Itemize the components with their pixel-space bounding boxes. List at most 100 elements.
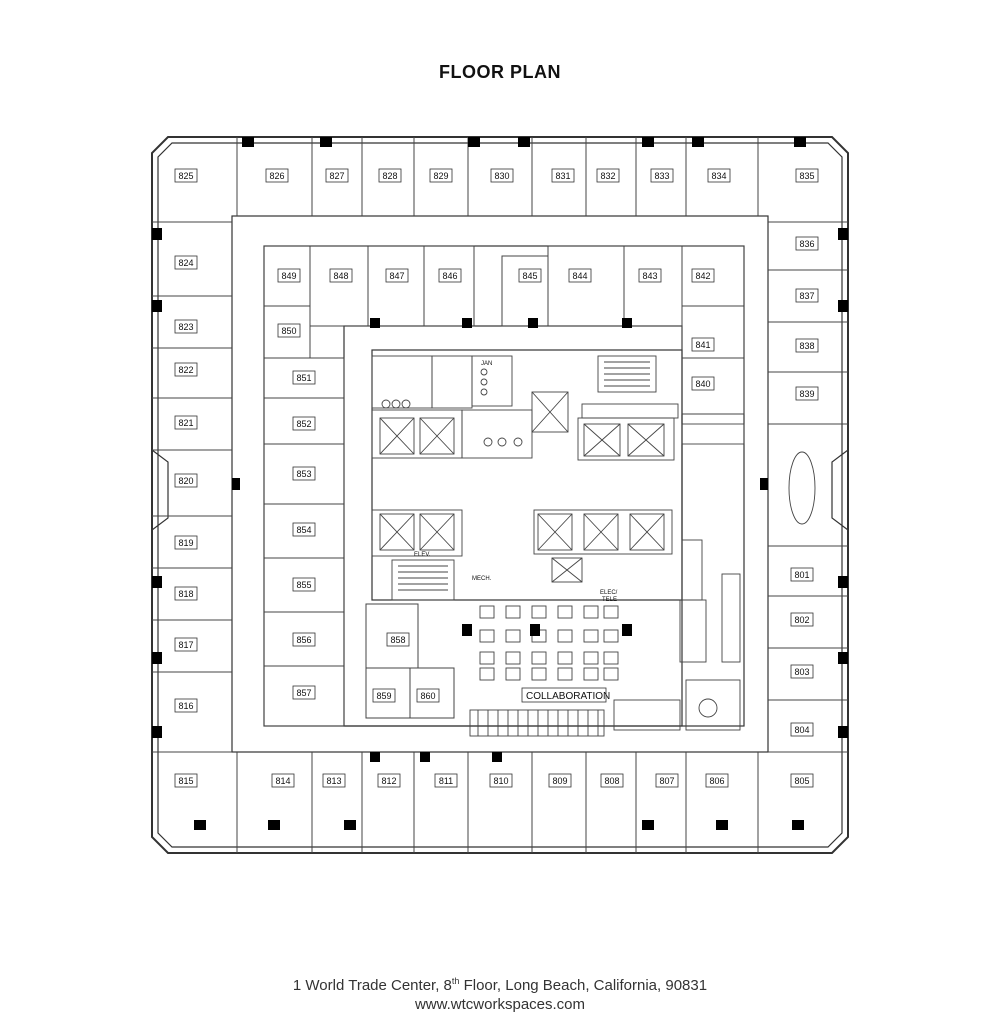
room-835: 835 (795, 168, 819, 183)
room-number-box (174, 473, 198, 488)
room-842: 842 (691, 268, 715, 283)
room-815: 815 (174, 773, 198, 788)
room-838: 838 (795, 338, 819, 353)
room-number: 848 (333, 271, 348, 281)
room-number: 809 (552, 776, 567, 786)
room-number: 838 (799, 341, 814, 351)
footer-address: 1 World Trade Center, 8th Floor, Long Be… (0, 976, 1000, 994)
room-number-box (372, 688, 396, 703)
room-number: 840 (695, 379, 710, 389)
corridor-outer (231, 215, 769, 753)
room-818: 818 (174, 586, 198, 601)
room-828: 828 (378, 168, 402, 183)
room-number-box (271, 773, 295, 788)
room-number: 853 (296, 469, 311, 479)
room-number: 818 (178, 589, 193, 599)
room-number-box (795, 236, 819, 251)
room-number-box (691, 376, 715, 391)
room-number-box (322, 773, 346, 788)
corridor-inner (263, 245, 745, 727)
room-808: 808 (600, 773, 624, 788)
room-number: 821 (178, 418, 193, 428)
collaboration-area (469, 451, 816, 737)
room-848: 848 (329, 268, 353, 283)
room-number-box (325, 168, 349, 183)
top-offices (152, 137, 848, 853)
room-number-box (265, 168, 289, 183)
room-number-box (292, 416, 316, 431)
room-number: 820 (178, 476, 193, 486)
room-number-box (691, 337, 715, 352)
address-part-2: Floor, Long Beach, California, 90831 (459, 977, 708, 994)
room-number-box (596, 168, 620, 183)
room-number-box (429, 168, 453, 183)
room-817: 817 (174, 637, 198, 652)
room-number: 835 (799, 171, 814, 181)
room-number-box (790, 612, 814, 627)
room-number-box (600, 773, 624, 788)
room-number: 855 (296, 580, 311, 590)
room-number-box (490, 168, 514, 183)
room-number: 852 (296, 419, 311, 429)
room-number: 834 (711, 171, 726, 181)
room-number-box (655, 773, 679, 788)
room-822: 822 (174, 362, 198, 377)
room-number-box (650, 168, 674, 183)
room-858: 858 (386, 632, 410, 647)
room-847: 847 (385, 268, 409, 283)
collaboration-label: COLLABORATION (526, 691, 610, 702)
room-number: 815 (178, 776, 193, 786)
room-number: 823 (178, 322, 193, 332)
room-number-box (174, 415, 198, 430)
room-number-box (438, 268, 462, 283)
elev-label: ELEV. (414, 552, 431, 558)
room-number: 857 (296, 688, 311, 698)
room-number: 816 (178, 701, 193, 711)
room-number: 845 (522, 271, 537, 281)
room-number-box (385, 268, 409, 283)
room-844: 844 (568, 268, 592, 283)
room-number: 851 (296, 373, 311, 383)
room-number: 811 (439, 776, 453, 786)
room-number-box (377, 773, 401, 788)
page-title: FLOOR PLAN (439, 62, 561, 82)
room-number-box (790, 773, 814, 788)
room-843: 843 (638, 268, 662, 283)
room-829: 829 (429, 168, 453, 183)
room-number: 822 (178, 365, 193, 375)
room-number-box (174, 168, 198, 183)
core-labels: JAN ELEV. MECH. ELEC/ TELE COLLABORATION (414, 361, 618, 703)
room-number: 829 (433, 171, 448, 181)
room-801: 801 (790, 567, 814, 582)
room-number-box (548, 773, 572, 788)
room-number: 810 (493, 776, 508, 786)
room-823: 823 (174, 319, 198, 334)
room-number: 807 (659, 776, 674, 786)
room-number-box (174, 535, 198, 550)
room-number-box (174, 637, 198, 652)
core-details (371, 355, 745, 601)
room-824: 824 (174, 255, 198, 270)
room-number-box (568, 268, 592, 283)
room-804: 804 (790, 722, 814, 737)
inner-offices (263, 245, 745, 727)
room-number: 812 (381, 776, 396, 786)
room-number: 801 (794, 570, 809, 580)
room-833: 833 (650, 168, 674, 183)
room-852: 852 (292, 416, 316, 431)
room-number-box (691, 268, 715, 283)
footer-url[interactable]: www.wtcworkspaces.com (414, 996, 586, 1013)
room-number: 828 (382, 171, 397, 181)
room-number: 814 (275, 776, 290, 786)
room-number: 832 (600, 171, 615, 181)
room-number-box (790, 664, 814, 679)
room-number-box (277, 268, 301, 283)
room-number: 824 (178, 258, 193, 268)
room-number: 802 (794, 615, 809, 625)
room-857: 857 (292, 685, 316, 700)
room-number-box (386, 632, 410, 647)
room-number-box (292, 370, 316, 385)
room-number: 808 (604, 776, 619, 786)
jan-label: JAN (481, 361, 492, 367)
